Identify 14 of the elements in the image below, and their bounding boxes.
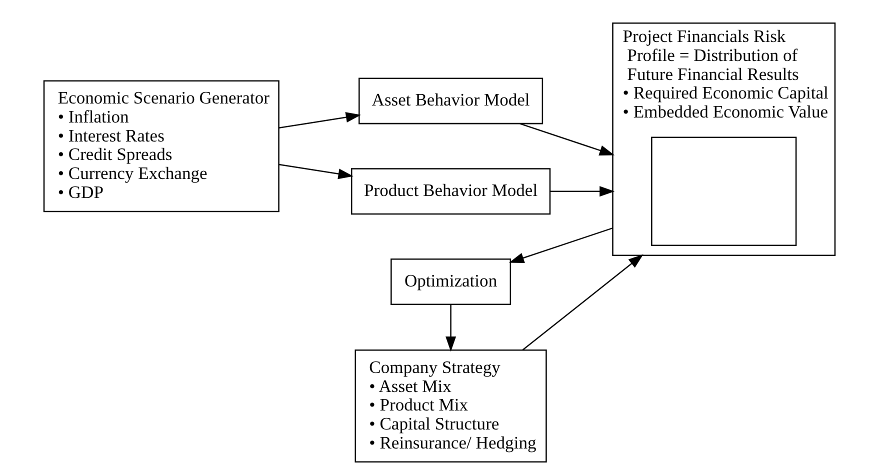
node-box: Optimization — [390, 258, 511, 305]
node-box: Economic Scenario Generator • Inflation • Interest Rates • Credit Spreads • Currency Exchange • GDP — [42, 80, 279, 212]
arrow — [508, 227, 612, 263]
node-box: Company Strategy • Asset Mix • Product Mix • Capital Structure • Reinsurance/ Hedging — [354, 350, 546, 463]
arrow — [519, 123, 614, 156]
arrow — [550, 186, 614, 197]
node-box: Asset Behavior Model — [358, 78, 543, 124]
arrow — [278, 112, 360, 128]
arrow — [445, 304, 456, 352]
node-box: Product Behavior Model — [350, 168, 550, 215]
arrow — [278, 164, 353, 180]
node-box — [650, 136, 796, 246]
arrow — [522, 254, 643, 350]
cluster: Project Financials Risk Profile = Distribution of Future Financial Results • Required Economic Capital • Embedded Economic Value — [612, 22, 836, 256]
